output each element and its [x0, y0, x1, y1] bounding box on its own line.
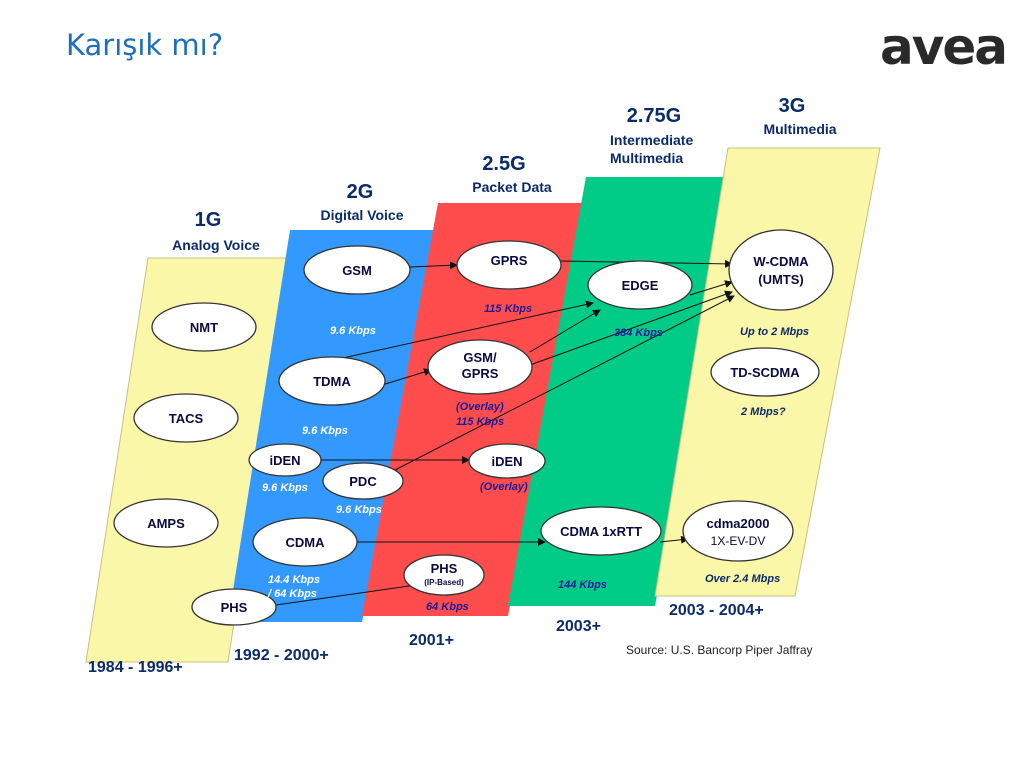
speed-cdma-2: / 64 Kbps	[267, 588, 317, 600]
speed-gsm-gprs-2: 115 Kbps	[456, 416, 504, 428]
speed-gsm-gprs-1: (Overlay)	[456, 401, 504, 413]
speed-iden-overlay: (Overlay)	[480, 481, 528, 493]
gen-3g-title: 3G	[779, 95, 806, 117]
tech-cdma1x: CDMA 1xRTT	[540, 506, 662, 556]
dates-25g: 2001+	[409, 632, 454, 649]
tech-phs-2g-label: PHS	[221, 600, 248, 615]
tech-wcdma-label-1: W-CDMA	[753, 254, 809, 269]
tech-gsm-gprs-label-1: GSM/	[463, 350, 497, 365]
gen-25g-title: 2.5G	[482, 153, 525, 175]
tech-tdma-label: TDMA	[313, 374, 351, 389]
arrow-edge-wcdma-2	[529, 290, 733, 366]
tech-gprs-label: GPRS	[491, 253, 528, 268]
tech-pdc-label: PDC	[349, 474, 377, 489]
speed-pdc: 9.6 Kbps	[336, 504, 382, 516]
tech-gsm-gprs: GSM/ GPRS	[427, 339, 533, 395]
tech-gprs: GPRS	[456, 240, 562, 290]
dates-3g: 2003 - 2004+	[669, 602, 764, 619]
gen-275g-subtitle-line1: Intermediate	[610, 132, 693, 148]
tech-gsm-label: GSM	[342, 263, 372, 278]
tech-nmt: NMT	[151, 302, 257, 352]
gen-25g-subtitle: Packet Data	[472, 179, 552, 195]
dates-2g: 1992 - 2000+	[234, 647, 329, 664]
arrow-gsm-gprs	[409, 261, 458, 270]
tech-tdscdma-label: TD-SCDMA	[730, 365, 800, 380]
tech-phs-25g-label: PHS	[431, 561, 458, 576]
panel-25g	[362, 203, 586, 616]
dates-1g: 1984 - 1996+	[88, 659, 183, 676]
speed-cdma-1: 14.4 Kbps	[268, 574, 320, 586]
tech-cdma2000: cdma2000 1X-EV-DV	[682, 500, 794, 562]
arrow-tdma-edge	[342, 300, 594, 359]
tech-amps-label: AMPS	[147, 516, 185, 531]
arrow-tdma-gsmgprs	[381, 368, 432, 386]
tech-tacs: TACS	[133, 393, 239, 443]
gen-2g-subtitle: Digital Voice	[321, 207, 404, 223]
tech-edge-label: EDGE	[622, 278, 659, 293]
source-note: Source: U.S. Bancorp Piper Jaffray	[626, 643, 813, 657]
gen-3g-subtitle: Multimedia	[763, 121, 836, 137]
tech-nmt-label: NMT	[190, 320, 218, 335]
speed-tdscdma: 2 Mbps?	[740, 406, 786, 418]
speed-cdma1x: 144 Kbps	[558, 579, 607, 591]
tech-tdma: TDMA	[278, 356, 386, 406]
tech-wcdma: W-CDMA (UMTS)	[728, 229, 834, 311]
speed-wcdma: Up to 2 Mbps	[740, 326, 809, 338]
speed-cdma2000: Over 2.4 Mbps	[705, 573, 780, 585]
tech-edge: EDGE	[587, 260, 693, 310]
speed-tdma: 9.6 Kbps	[302, 425, 348, 437]
speed-iden: 9.6 Kbps	[262, 482, 308, 494]
tech-cdma2000-label: cdma2000	[707, 516, 770, 531]
tech-phs-2g: PHS	[191, 588, 277, 626]
gen-275g-title: 2.75G	[627, 105, 681, 127]
speed-gsm: 9.6 Kbps	[330, 325, 376, 337]
tech-iden-25g-label: iDEN	[491, 454, 522, 469]
avea-logo: avea	[880, 18, 1008, 76]
tech-iden-2g-label: iDEN	[269, 453, 300, 468]
tech-cdma: CDMA	[252, 517, 358, 567]
speed-phs: 64 Kbps	[426, 601, 469, 613]
arrow-cdma1x-cdma2000	[659, 535, 689, 544]
speed-edge: 384 Kbps	[614, 327, 663, 339]
tech-phs-25g: PHS (IP-Based)	[403, 554, 485, 596]
tech-amps: AMPS	[113, 498, 219, 548]
gen-1g-title: 1G	[195, 209, 222, 231]
gen-2g-title: 2G	[347, 181, 374, 203]
speed-gprs: 115 Kbps	[484, 303, 532, 315]
tech-iden-2g: iDEN	[248, 443, 322, 477]
slide-title: Karışık mı?	[66, 28, 224, 62]
dates-275g: 2003+	[556, 618, 601, 635]
tech-pdc: PDC	[322, 462, 404, 500]
tech-cdma-label: CDMA	[286, 535, 326, 550]
arrow-phs-phs	[275, 581, 424, 606]
tech-tdscdma: TD-SCDMA	[710, 347, 820, 397]
tech-cdma1x-label: CDMA 1xRTT	[560, 524, 642, 539]
tech-iden-25g: iDEN	[468, 443, 546, 479]
tech-wcdma-label-2: (UMTS)	[758, 272, 804, 287]
tech-cdma2000-sublabel: 1X-EV-DV	[711, 534, 766, 548]
gen-1g-subtitle: Analog Voice	[172, 237, 260, 253]
tech-tacs-label: TACS	[169, 411, 204, 426]
gen-275g-subtitle-line2: Multimedia	[610, 150, 683, 166]
arrow-gsmgprs-edge	[529, 309, 601, 353]
tech-gsm: GSM	[303, 245, 411, 295]
arrow-pdc-wcdma	[394, 295, 735, 471]
tech-gsm-gprs-label-2: GPRS	[462, 366, 499, 381]
arrow-edge-wcdma	[689, 280, 733, 296]
tech-phs-25g-sublabel: (IP-Based)	[424, 578, 464, 587]
